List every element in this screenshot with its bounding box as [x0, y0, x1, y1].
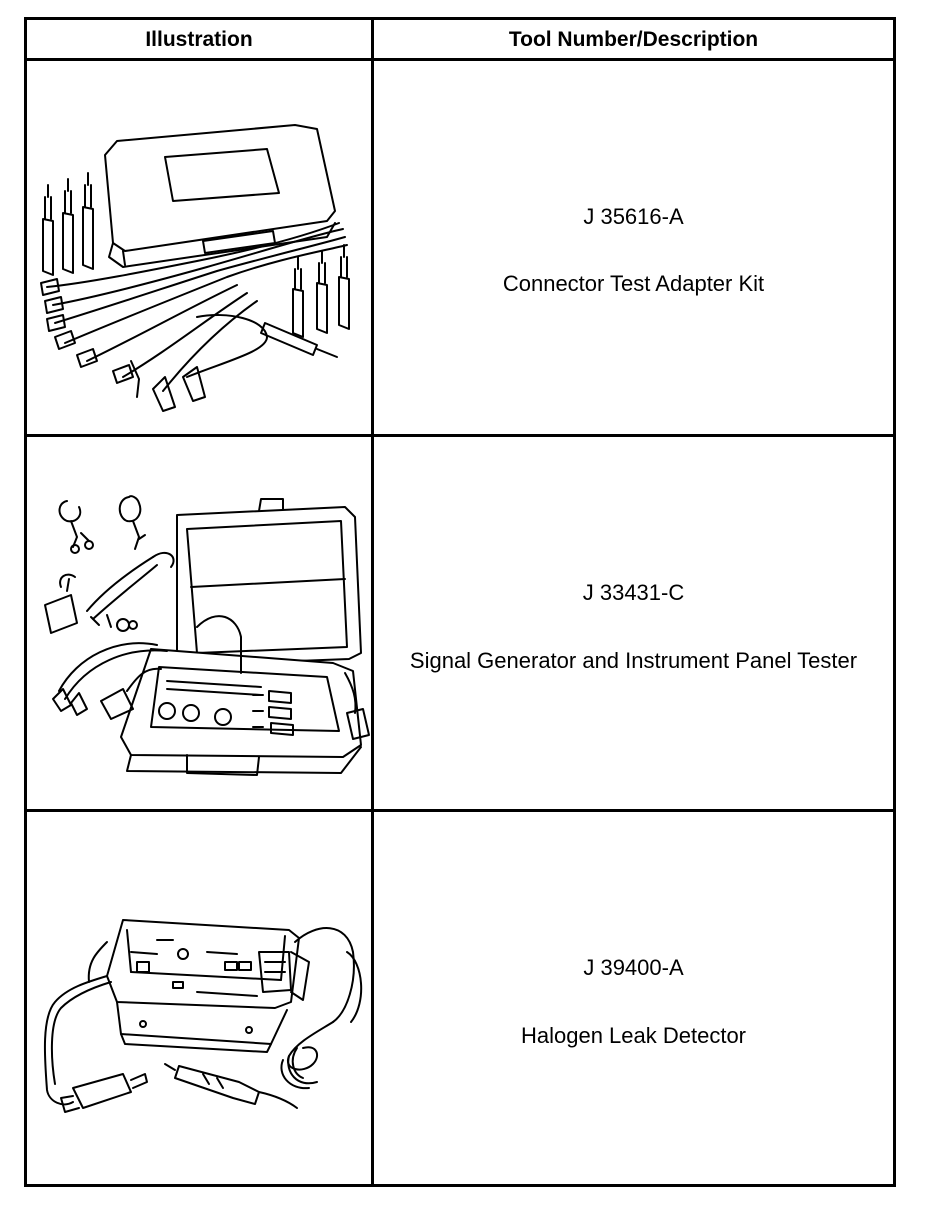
- tool-number: J 33431-C: [582, 580, 685, 605]
- illustration-cell: [27, 61, 371, 434]
- halogen-leak-detector-illustration: [43, 919, 363, 1113]
- header-illustration: Illustration: [145, 28, 253, 51]
- table-row: J 33431-C Signal Generator and Instrumen…: [27, 437, 893, 812]
- table-row: J 39400-A Halogen Leak Detector: [27, 812, 893, 1184]
- connector-test-adapter-kit-illustration: [40, 124, 350, 412]
- description-cell: J 33431-C Signal Generator and Instrumen…: [374, 437, 893, 809]
- table-row: J 35616-A Connector Test Adapter Kit: [27, 61, 893, 437]
- description-cell: J 39400-A Halogen Leak Detector: [374, 812, 893, 1184]
- tool-number: J 35616-A: [583, 204, 684, 229]
- illustration-cell: [27, 437, 371, 809]
- column-divider: [371, 20, 374, 1184]
- signal-generator-tester-illustration: [44, 495, 370, 776]
- header-tool-description: Tool Number/Description: [508, 28, 759, 51]
- tool-table: Illustration Tool Number/Description: [24, 17, 896, 1187]
- description-cell: J 35616-A Connector Test Adapter Kit: [374, 61, 893, 434]
- tool-description: Halogen Leak Detector: [520, 1023, 747, 1048]
- header-row: Illustration Tool Number/Description: [27, 20, 893, 61]
- tool-description: Connector Test Adapter Kit: [502, 271, 765, 296]
- tool-description: Signal Generator and Instrument Panel Te…: [409, 648, 858, 673]
- tool-number: J 39400-A: [583, 955, 684, 980]
- illustration-cell: [27, 812, 371, 1184]
